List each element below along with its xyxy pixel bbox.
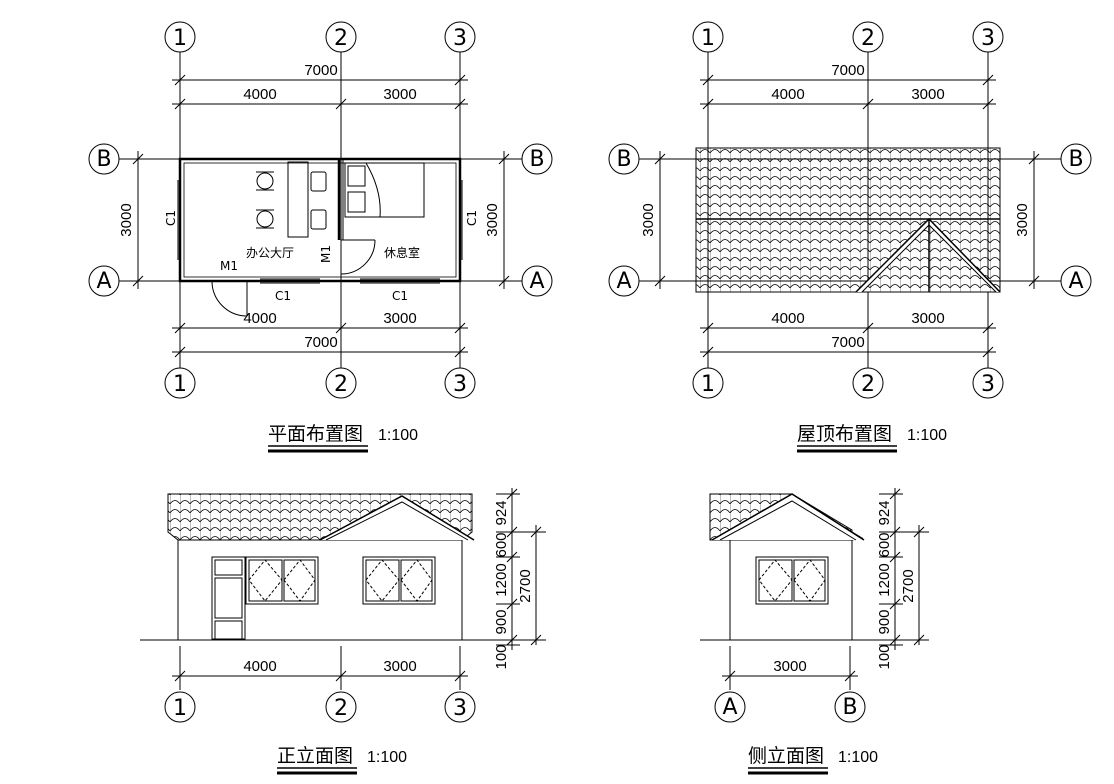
floor-window-bottom-left: C1 — [275, 289, 291, 303]
axis-label-3: 3 — [453, 372, 467, 397]
roof-plan-title: 屋顶布置图 — [797, 423, 892, 445]
floor-plan-scale: 1:100 — [378, 427, 418, 444]
axis-label-a: A — [616, 269, 631, 294]
front-h-100: 100 — [493, 644, 510, 669]
axis-label-a: A — [96, 269, 111, 294]
front-h-total: 2700 — [517, 569, 534, 602]
roof-left-dim: 3000 — [640, 203, 657, 236]
floor-bottom-left: 4000 — [243, 310, 276, 327]
front-elevation — [140, 488, 546, 723]
floor-axis-top — [164, 21, 476, 53]
axis-label-b: B — [1068, 147, 1083, 172]
floor-right-dim: 3000 — [484, 203, 501, 236]
side-h-total: 2700 — [900, 569, 917, 602]
axis-label-3: 3 — [453, 26, 467, 51]
roof-bottom-left: 4000 — [771, 310, 804, 327]
axis-label-a: A — [722, 695, 737, 720]
axis-label-1: 1 — [173, 26, 187, 51]
front-elevation-title: 正立面图 — [277, 745, 353, 767]
roof-bottom-total: 7000 — [831, 334, 864, 351]
axis-label-1: 1 — [701, 372, 715, 397]
axis-label-3: 3 — [453, 696, 467, 721]
front-dim-right: 3000 — [383, 658, 416, 675]
side-elevation-scale: 1:100 — [838, 749, 878, 766]
side-h-100: 100 — [876, 644, 893, 669]
axis-label-2: 2 — [334, 26, 348, 51]
axis-label-a: A — [529, 269, 544, 294]
front-elevation-labels: 4000 3000 924 600 1200 900 100 2700 1 2 … — [173, 500, 534, 775]
side-h-600: 600 — [876, 532, 893, 557]
floor-plan — [88, 21, 553, 399]
floor-window-left: C1 — [164, 210, 178, 226]
floor-plan-labels: 7000 4000 3000 4000 3000 7000 3000 3000 … — [96, 26, 545, 453]
floor-top-left: 4000 — [243, 86, 276, 103]
floor-plan-title: 平面布置图 — [268, 423, 363, 445]
front-h-924: 924 — [493, 500, 510, 525]
axis-label-a: A — [1068, 269, 1083, 294]
floor-bottom-total: 7000 — [304, 334, 337, 351]
front-dim-left: 4000 — [243, 658, 276, 675]
side-elevation — [700, 488, 929, 723]
floor-top-right: 3000 — [383, 86, 416, 103]
axis-label-2: 2 — [861, 26, 875, 51]
roof-right-dim: 3000 — [1014, 203, 1031, 236]
axis-label-2: 2 — [334, 696, 348, 721]
side-elevation-title: 侧立面图 — [748, 745, 824, 767]
roof-top-total: 7000 — [831, 62, 864, 79]
front-h-1200: 1200 — [493, 563, 510, 596]
axis-label-2: 2 — [861, 372, 875, 397]
floor-top-total: 7000 — [304, 62, 337, 79]
roof-bottom-right: 3000 — [911, 310, 944, 327]
axis-label-b: B — [96, 147, 111, 172]
front-h-600: 600 — [493, 532, 510, 557]
axis-label-1: 1 — [701, 26, 715, 51]
floor-window-right: C1 — [465, 210, 479, 226]
side-elevation-labels: 3000 924 600 1200 900 100 2700 A B 侧立面图 … — [722, 500, 917, 775]
floor-room-rest: 休息室 — [384, 245, 420, 260]
axis-label-b: B — [529, 147, 544, 172]
axis-label-b: B — [616, 147, 631, 172]
axis-label-3: 3 — [981, 372, 995, 397]
floor-bottom-right: 3000 — [383, 310, 416, 327]
side-dim-width: 3000 — [773, 658, 806, 675]
axis-label-1: 1 — [173, 372, 187, 397]
floor-room-office: 办公大厅 — [246, 245, 294, 260]
axis-label-b: B — [842, 695, 857, 720]
axis-label-3: 3 — [981, 26, 995, 51]
front-elevation-scale: 1:100 — [367, 749, 407, 766]
side-h-1200: 1200 — [876, 563, 893, 596]
roof-plan-labels: 7000 4000 3000 4000 3000 7000 3000 3000 … — [616, 26, 1084, 453]
floor-door-main: M1 — [220, 259, 238, 273]
roof-top-left: 4000 — [771, 86, 804, 103]
floor-door-inner: M1 — [319, 245, 333, 263]
axis-label-1: 1 — [173, 696, 187, 721]
roof-plan-scale: 1:100 — [907, 427, 947, 444]
roof-plan — [608, 21, 1092, 399]
front-h-900: 900 — [493, 609, 510, 634]
roof-top-right: 3000 — [911, 86, 944, 103]
floor-left-dim: 3000 — [118, 203, 135, 236]
floor-axis-bottom — [164, 367, 476, 399]
axis-label-2: 2 — [334, 372, 348, 397]
side-h-900: 900 — [876, 609, 893, 634]
side-h-924: 924 — [876, 500, 893, 525]
floor-window-bottom-right: C1 — [392, 289, 408, 303]
